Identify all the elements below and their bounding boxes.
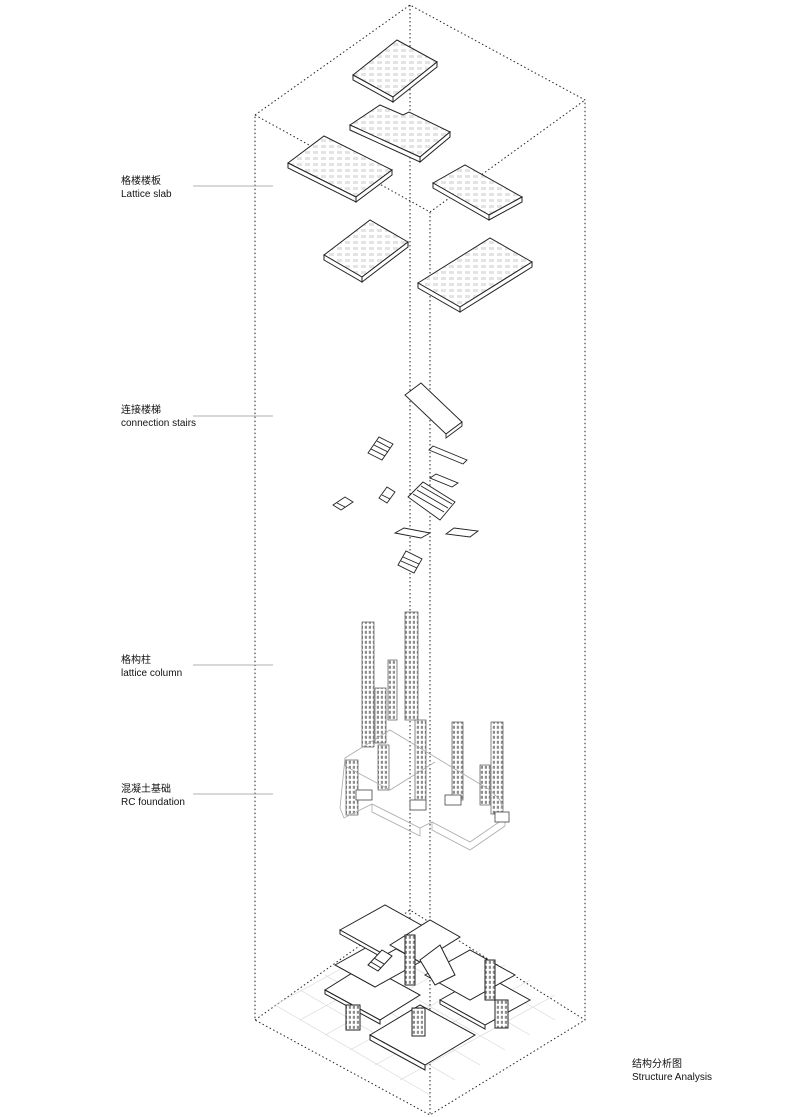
label-lattice-column: 格构柱 lattice column — [121, 654, 182, 680]
stair-ramp — [404, 382, 463, 439]
label-lattice-column-zh: 格构柱 — [121, 655, 151, 666]
lattice-slab — [352, 39, 438, 104]
label-lattice-slab: 格楼楼板 Lattice slab — [121, 175, 172, 201]
label-rc-foundation-zh: 混凝土基础 — [121, 784, 171, 795]
label-lattice-slab-zh: 格楼楼板 — [121, 176, 161, 187]
stair-flight — [397, 550, 423, 574]
caption-en: Structure Analysis — [632, 1072, 713, 1083]
label-lattice-slab-en: Lattice slab — [121, 189, 172, 200]
stair-landing — [429, 473, 459, 488]
stair-flight — [367, 436, 394, 461]
lattice-slabs — [287, 39, 533, 313]
leader-lines — [193, 185, 273, 795]
figure-caption: 结构分析图 Structure Analysis — [632, 1058, 712, 1084]
lattice-slab — [323, 219, 409, 284]
rc-foundation — [339, 729, 510, 851]
lattice-columns — [345, 611, 504, 816]
connection-stairs — [332, 382, 480, 574]
stair-flight — [378, 486, 396, 504]
stair-landing — [428, 445, 468, 465]
stair-landing — [444, 527, 480, 538]
label-connection-stairs-zh: 连接楼梯 — [121, 405, 161, 416]
lattice-slab — [431, 164, 524, 221]
stair-landing — [393, 527, 432, 539]
lattice-slab — [417, 237, 533, 313]
stair-landing — [332, 496, 354, 511]
assembled-structure — [324, 904, 532, 1071]
label-rc-foundation: 混凝土基础 RC foundation — [121, 783, 185, 809]
label-connection-stairs-en: connection stairs — [121, 418, 197, 429]
label-rc-foundation-en: RC foundation — [121, 797, 185, 808]
label-lattice-column-en: lattice column — [121, 668, 183, 679]
stair-flight — [407, 481, 456, 521]
lattice-slab — [348, 104, 451, 164]
lattice-slab — [287, 135, 393, 203]
caption-zh: 结构分析图 — [632, 1059, 682, 1070]
label-connection-stairs: 连接楼梯 connection stairs — [121, 404, 196, 430]
